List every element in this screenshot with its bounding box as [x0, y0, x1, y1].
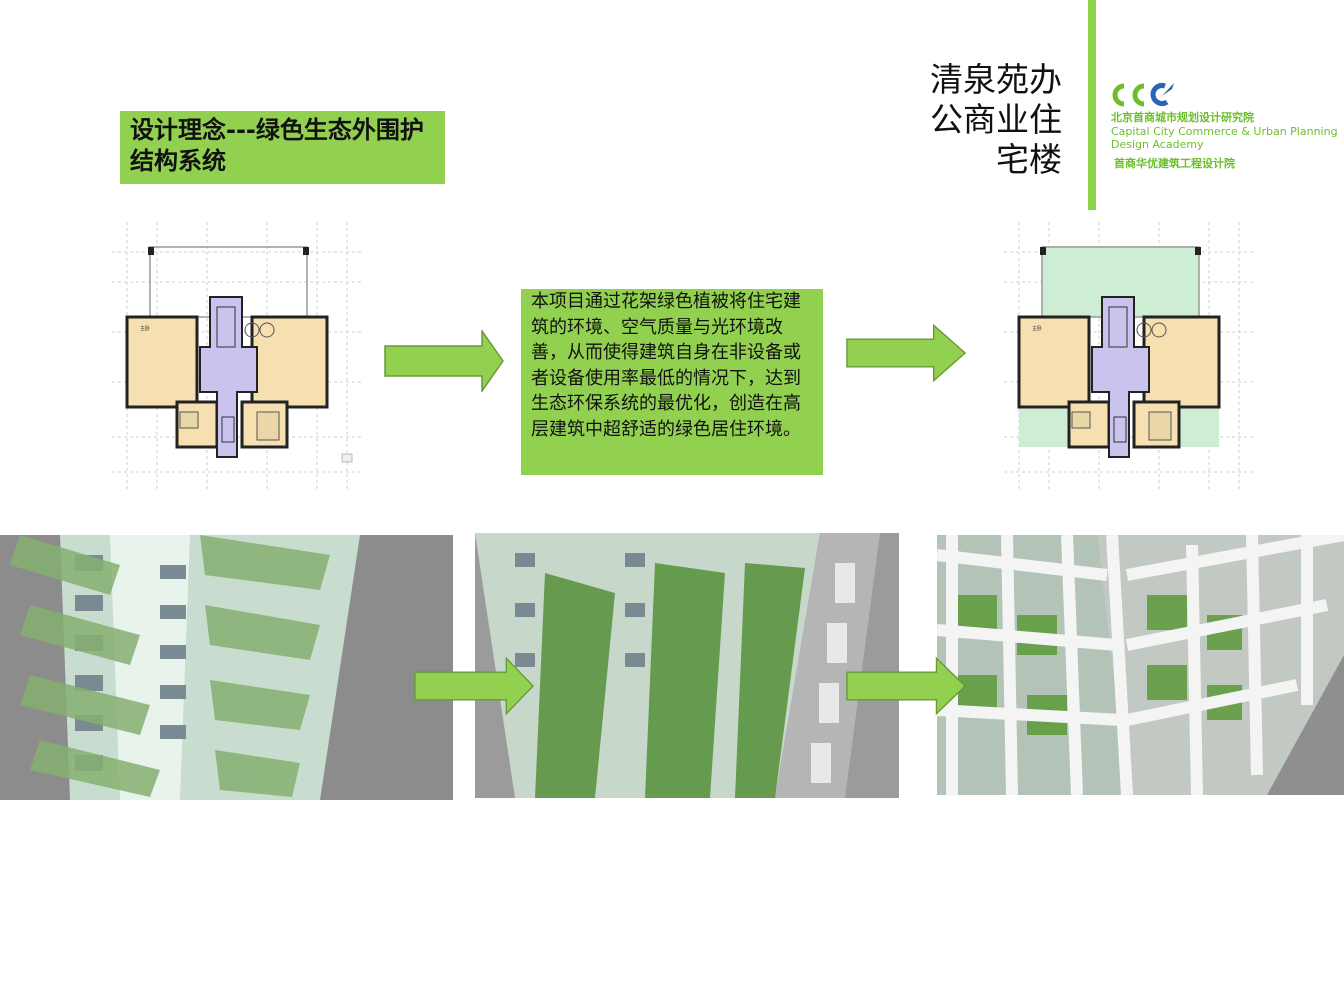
floor-plan-green: 主卧	[1004, 222, 1254, 492]
room-label: 主卧	[140, 325, 150, 332]
floor-plan-original: 主卧	[112, 222, 362, 492]
arrow-right-icon	[846, 656, 966, 716]
org-name-en: Capital City Commerce & Urban Planning D…	[1111, 125, 1338, 151]
project-title: 清泉苑办 公商业住 宅楼	[930, 60, 1062, 179]
accent-divider	[1088, 0, 1096, 210]
arrow-right-icon	[414, 656, 534, 716]
org-sub-name: 首商华优建筑工程设计院	[1114, 157, 1235, 170]
arrow-right-icon	[384, 330, 504, 392]
org-name-en-line1: Capital City Commerce & Urban Planning	[1111, 125, 1338, 138]
arrow-right-icon	[846, 323, 966, 383]
tower-render-grid-frame	[937, 535, 1344, 795]
concept-title: 设计理念---绿色生态外围护结构系统	[120, 111, 445, 184]
org-name-en-line2: Design Academy	[1111, 138, 1204, 151]
description-box: 本项目通过花架绿色植被将住宅建筑的环境、空气质量与光环境改善，从而使得建筑自身在…	[521, 289, 823, 475]
tower-render-vegetation	[0, 535, 453, 800]
org-name-cn: 北京首商城市规划设计研究院	[1111, 111, 1254, 124]
room-label: 主卧	[1032, 325, 1042, 332]
tower-render-green-facade	[475, 533, 899, 798]
ccc-logo-icon	[1112, 83, 1174, 107]
